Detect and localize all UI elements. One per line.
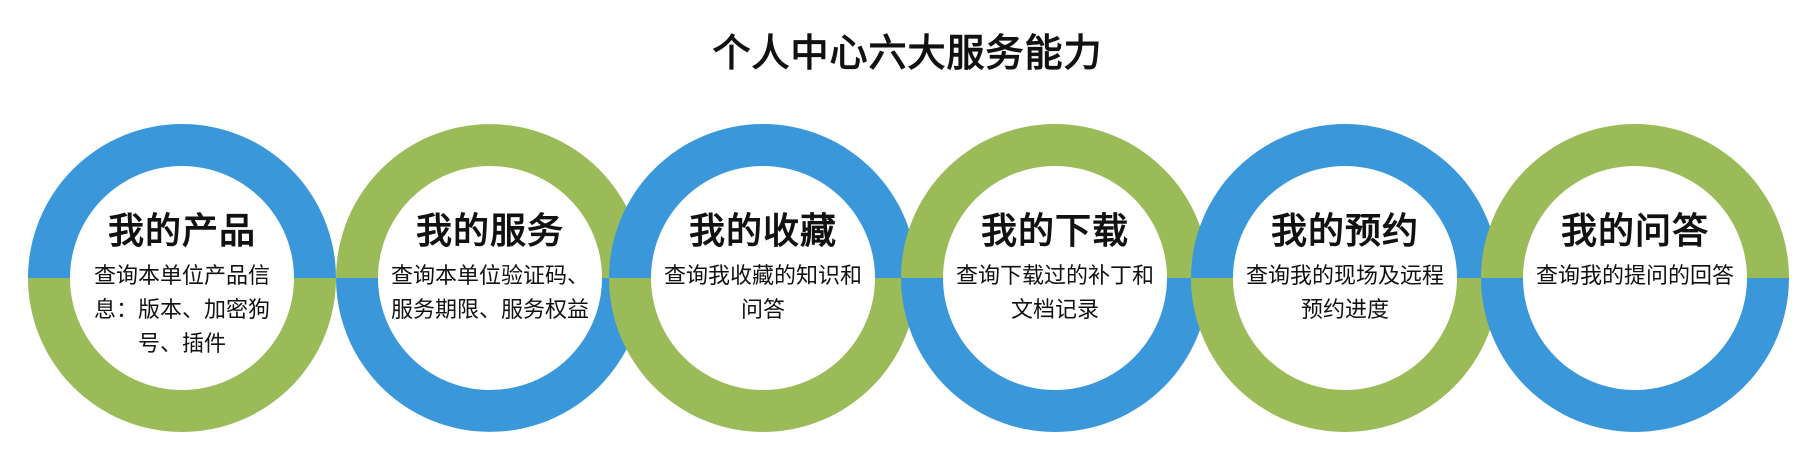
item-desc-4: 查询下载过的补丁和文档记录 — [955, 264, 1154, 323]
item-desc-2: 查询本单位验证码、服务期限、服务权益 — [390, 264, 589, 323]
item-desc-1: 查询本单位产品信息：版本、加密狗号、插件 — [93, 264, 270, 357]
page-title: 个人中心六大服务能力 — [712, 31, 1103, 75]
ring-4-bottom-arc — [901, 278, 1209, 432]
ring-2 — [336, 124, 644, 432]
ring-3 — [609, 124, 917, 432]
ring-2-bottom-arc — [336, 278, 644, 432]
ring-1-top-arc — [28, 124, 336, 278]
item-desc-3: 查询我收藏的知识和问答 — [663, 264, 862, 323]
item-title-3: 我的收藏 — [688, 211, 837, 252]
ring-5-bottom-arc — [1191, 278, 1499, 432]
item-card-5: 我的预约 查询我的现场及远程预约进度 — [1230, 210, 1460, 328]
item-title-4: 我的下载 — [980, 211, 1129, 252]
item-card-2: 我的服务 查询本单位验证码、服务期限、服务权益 — [375, 210, 605, 328]
ring-2-top-arc — [336, 124, 644, 279]
ring-4 — [901, 124, 1209, 432]
item-title-5: 我的预约 — [1270, 211, 1419, 252]
item-title-2: 我的服务 — [415, 211, 564, 252]
ring-5 — [1191, 124, 1499, 432]
item-desc-6: 查询我的提问的回答 — [1535, 264, 1734, 289]
ring-4-top-arc — [901, 124, 1209, 278]
item-desc-5: 查询我的现场及远程预约进度 — [1245, 264, 1444, 323]
ring-1-bottom-arc — [28, 278, 336, 432]
item-card-3: 我的收藏 查询我收藏的知识和问答 — [648, 210, 878, 328]
ring-3-top-arc — [609, 124, 917, 278]
ring-1 — [28, 124, 336, 432]
ring-3-bottom-arc — [609, 278, 917, 432]
item-card-4: 我的下载 查询下载过的补丁和文档记录 — [940, 210, 1170, 328]
ring-5-top-arc — [1191, 124, 1499, 278]
item-title-1: 我的产品 — [107, 211, 256, 252]
ring-6 — [1481, 124, 1789, 432]
item-card-1: 我的产品 查询本单位产品信息：版本、加密狗号、插件 — [67, 210, 297, 362]
ring-6-top-arc — [1481, 124, 1789, 278]
item-title-6: 我的问答 — [1560, 211, 1709, 252]
item-card-6: 我的问答 查询我的提问的回答 — [1520, 210, 1750, 294]
ring-6-bottom-arc — [1481, 278, 1789, 432]
